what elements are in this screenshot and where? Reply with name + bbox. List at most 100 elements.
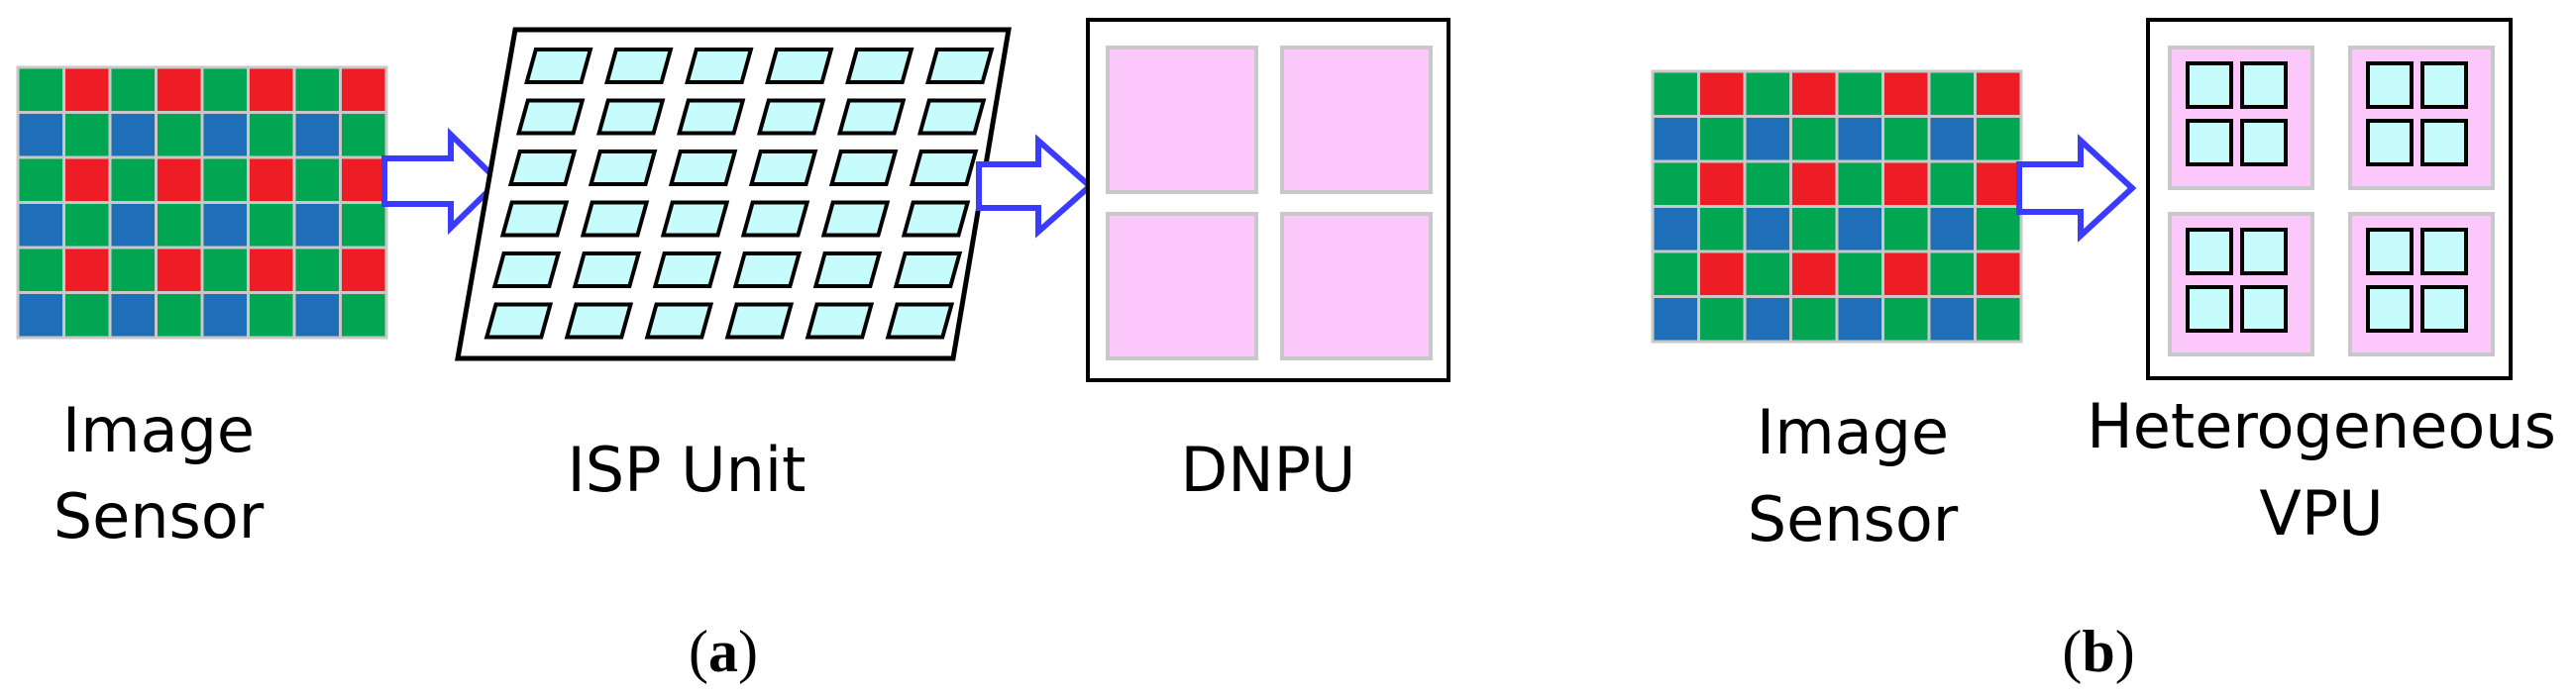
arrow-sensor-to-vpu (2016, 134, 2137, 243)
isp-pe-cell (580, 200, 650, 238)
bayer-pixel (1927, 295, 1977, 344)
bayer-pixel (155, 65, 204, 114)
isp-pe-cell (604, 48, 674, 84)
vpu-label-line1: Heterogeneous (2087, 390, 2556, 462)
bayer-pixel (1697, 295, 1747, 344)
vpu-pe-cell (2186, 285, 2233, 333)
isp-pe-cell (732, 251, 803, 288)
vpu-label-line2: VPU (2259, 477, 2383, 550)
vpu-pe-cell (2420, 285, 2468, 333)
bayer-pixel (292, 111, 342, 159)
image-sensor-b (1651, 69, 2023, 344)
bayer-pixel (1835, 115, 1884, 163)
bayer-pixel (108, 65, 158, 114)
isp-pe-cell (893, 251, 963, 288)
vpu-pe-cell (2240, 61, 2288, 109)
bayer-pixel (339, 111, 388, 159)
isp-pe-cell (756, 98, 826, 136)
bayer-pixel (1651, 295, 1700, 344)
bayer-pixel (1881, 205, 1931, 253)
heterogeneous-vpu-block (2146, 18, 2513, 380)
bayer-pixel (62, 155, 112, 204)
bayer-pixel (155, 111, 204, 159)
bayer-pixel (292, 291, 342, 340)
bayer-pixel (339, 155, 388, 204)
bayer-pixel (339, 291, 388, 340)
bayer-pixel (1743, 69, 1792, 118)
bayer-pixel (1789, 295, 1839, 344)
bayer-pixel (1881, 295, 1931, 344)
bayer-pixel (339, 201, 388, 250)
isp-pe-cell (828, 150, 899, 186)
bayer-pixel (1927, 205, 1977, 253)
bayer-pixel (1651, 69, 1700, 118)
bayer-pixel (1881, 69, 1931, 118)
bayer-pixel (1927, 159, 1977, 208)
isp-pe-cell (595, 98, 666, 136)
bayer-pixel (1927, 250, 1977, 298)
dnpu-label: DNPU (1181, 434, 1356, 506)
bayer-pixel (62, 246, 112, 294)
vpu-pe-cell (2420, 119, 2468, 166)
isp-unit (455, 27, 1012, 361)
isp-pe-cell (676, 98, 746, 136)
bayer-pixel (16, 291, 65, 340)
bayer-pixel (1881, 250, 1931, 298)
isp-pe-cell (499, 200, 570, 238)
bayer-pixel (1789, 69, 1839, 118)
bayer-pixel (1743, 115, 1792, 163)
isp-pe-cell (652, 251, 722, 288)
dnpu-core (1280, 46, 1433, 194)
bayer-pixel (1835, 205, 1884, 253)
isp-pe-cell (644, 302, 714, 340)
bayer-pixel (1927, 115, 1977, 163)
vpu-pe-cell (2240, 228, 2288, 275)
bayer-pixel (1697, 159, 1747, 208)
bayer-pixel (155, 201, 204, 250)
isp-pe-cell (685, 48, 754, 84)
caption-a: (a) (689, 619, 758, 684)
bayer-pixel (200, 65, 250, 114)
bayer-pixel (155, 246, 204, 294)
dnpu-core (1106, 46, 1258, 194)
bayer-pixel (16, 201, 65, 250)
arrow-sensor-to-isp (381, 127, 503, 236)
sensor-label-a-line2: Sensor (54, 480, 265, 552)
vpu-pe-cell (2366, 228, 2414, 275)
bayer-pixel (1789, 250, 1839, 298)
bayer-pixel (1743, 250, 1792, 298)
bayer-pixel (1651, 205, 1700, 253)
bayer-pixel (292, 155, 342, 204)
bayer-pixel (339, 246, 388, 294)
isp-pe-cell (812, 251, 883, 288)
vpu-core-grid (2168, 46, 2495, 356)
bayer-pixel (1927, 69, 1977, 118)
vpu-pe-cell (2420, 61, 2468, 109)
bayer-pixel (1835, 69, 1884, 118)
bayer-pixel (16, 65, 65, 114)
bayer-pixel (108, 155, 158, 204)
isp-cell-grid (483, 48, 995, 340)
bayer-pixel (200, 291, 250, 340)
vpu-pe-cell (2240, 285, 2288, 333)
isp-pe-cell (564, 302, 634, 340)
vpu-pe-cell (2366, 119, 2414, 166)
isp-pe-cell (483, 302, 554, 340)
bayer-pixel (200, 111, 250, 159)
bayer-pixel (155, 155, 204, 204)
bayer-pixel (62, 65, 112, 114)
bayer-pixel (1974, 69, 2023, 118)
vpu-pe-cell (2366, 285, 2414, 333)
bayer-pixel (247, 291, 296, 340)
isp-pe-cell (901, 200, 971, 238)
bayer-pixel (247, 201, 296, 250)
vpu-pe-cell (2420, 228, 2468, 275)
bayer-pixel (1974, 115, 2023, 163)
bayer-pixel (62, 291, 112, 340)
bayer-pixel (108, 246, 158, 294)
bayer-pixel (1743, 205, 1792, 253)
isp-pe-cell (660, 200, 730, 238)
bayer-pixel (1651, 159, 1700, 208)
bayer-pixel (292, 65, 342, 114)
dnpu-core (1106, 212, 1258, 360)
